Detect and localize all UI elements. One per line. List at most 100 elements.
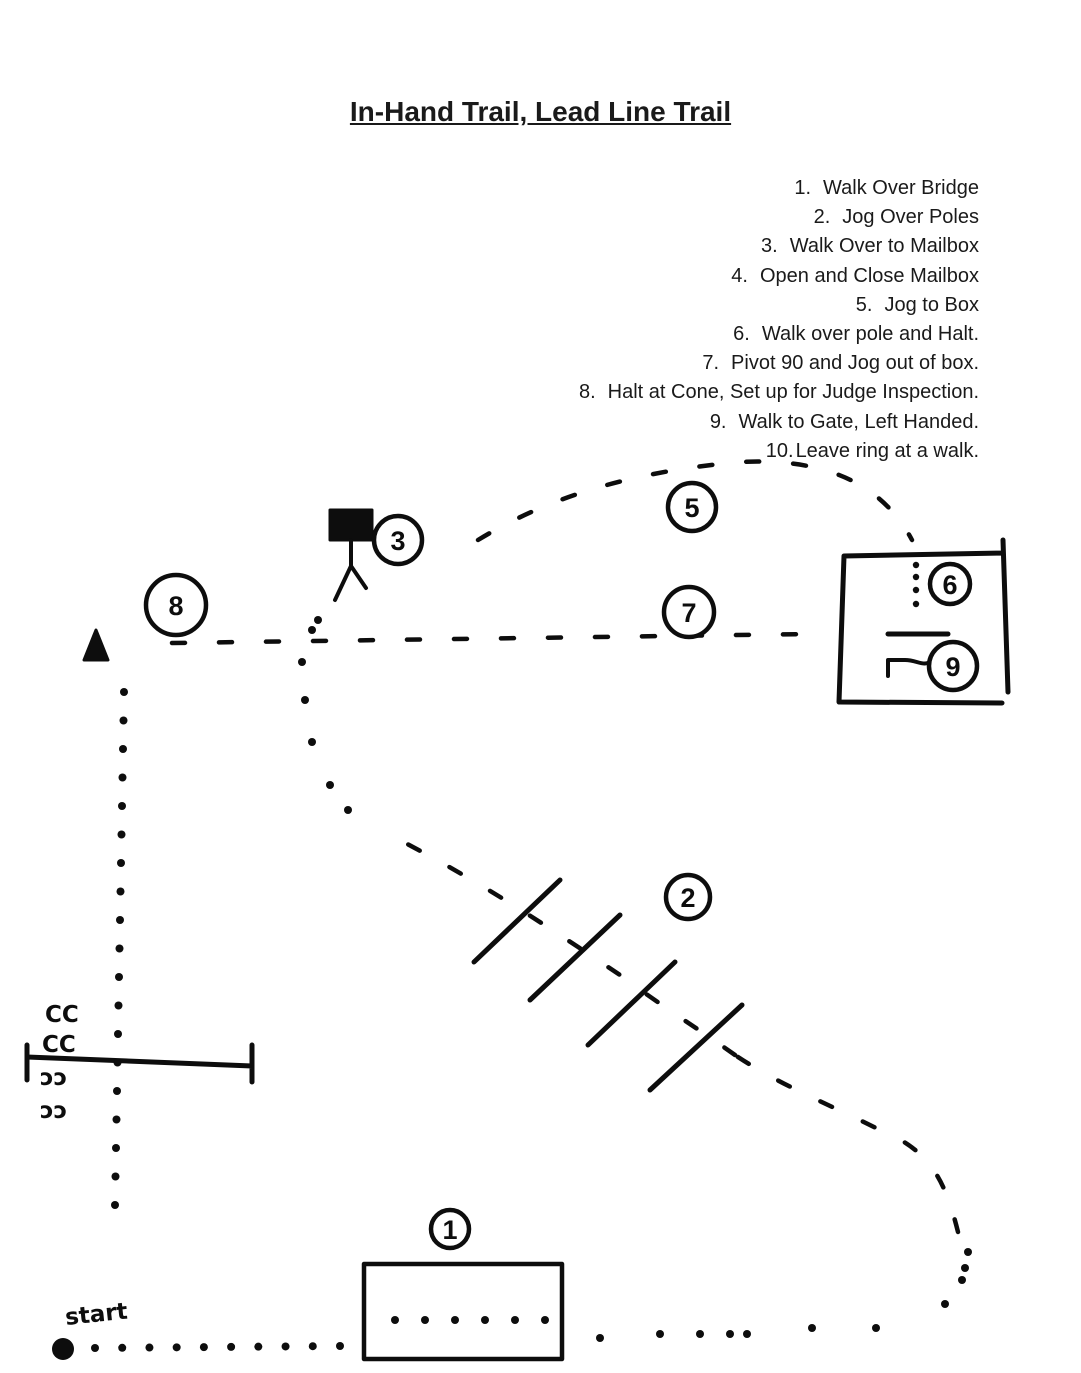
path-dot (481, 1316, 489, 1324)
svg-text:2: 2 (680, 883, 695, 913)
path-dot (326, 781, 334, 789)
svg-text:7: 7 (681, 598, 696, 628)
path-dot (941, 1300, 949, 1308)
path-dot (298, 658, 306, 666)
step-8: 8.Halt at Cone, Set up for Judge Inspect… (578, 381, 979, 404)
marker-5: 5 (665, 480, 719, 534)
path-dot (114, 1001, 123, 1010)
marker-1: 1 (428, 1207, 472, 1251)
path-dot (111, 1201, 119, 1209)
path-dot (344, 806, 352, 814)
svg-text:6: 6 (942, 570, 957, 600)
step-10: 10.Leave ring at a walk. (765, 439, 979, 462)
svg-text:1: 1 (442, 1215, 457, 1245)
path-dot (281, 1342, 290, 1351)
path-dot (451, 1316, 459, 1324)
path-dot (172, 1343, 181, 1352)
cone-icon (82, 628, 110, 662)
path-dot (113, 1058, 122, 1067)
path-dot (596, 1334, 604, 1342)
path-dot (199, 1343, 208, 1352)
jog-path-out-of-box (169, 631, 813, 646)
marker-2: 2 (663, 872, 713, 922)
start-point (52, 1338, 74, 1360)
path-dot (117, 859, 125, 867)
path-dot (961, 1264, 969, 1272)
marker-3: 3 (371, 513, 425, 567)
mailbox-post (333, 538, 368, 602)
path-dots-middle (298, 616, 352, 814)
start-label: start (64, 1299, 129, 1331)
path-dot (511, 1316, 519, 1324)
path-dot (541, 1316, 549, 1324)
marker-9: 9 (926, 639, 980, 693)
path-dot (116, 887, 125, 896)
path-dot (314, 616, 322, 624)
path-dot (391, 1316, 399, 1324)
step-5: 5.Jog to Box (855, 293, 979, 316)
path-dot (308, 738, 316, 746)
path-dots-exit (111, 688, 128, 1209)
step-4: 4.Open and Close Mailbox (731, 264, 979, 287)
box-obstacle (836, 537, 1011, 706)
diagram-title: In-Hand Trail, Lead Line Trail (349, 96, 732, 127)
bridge-obstacle (361, 1261, 565, 1362)
box-dots (912, 561, 920, 608)
path-dot (115, 973, 123, 981)
marker-8: 8 (143, 572, 209, 638)
path-dot (111, 1172, 120, 1181)
svg-text:8: 8 (168, 591, 183, 621)
path-dot (308, 626, 316, 634)
path-dot (808, 1324, 816, 1332)
step-1: 1.Walk Over Bridge (794, 177, 979, 199)
path-dot (656, 1330, 664, 1338)
pole-3 (585, 959, 678, 1048)
path-dot (964, 1248, 972, 1256)
marker-7: 7 (661, 584, 717, 640)
path-dots-bottom (91, 1342, 344, 1352)
pattern-steps: 1.Walk Over Bridge 2.Jog Over Poles 3.Wa… (579, 174, 979, 466)
mailbox-icon (328, 508, 374, 542)
step-7: 7.Pivot 90 and Jog out of box. (702, 352, 979, 375)
path-dot (114, 1030, 122, 1038)
path-dot (254, 1342, 263, 1351)
pole-2 (527, 912, 623, 1003)
path-dot (743, 1330, 751, 1338)
marker-6: 6 (927, 561, 973, 607)
svg-text:ɔɔ: ɔɔ (40, 1098, 67, 1124)
path-dot (308, 1342, 317, 1351)
step-9: 9.Walk to Gate, Left Handed. (709, 410, 979, 433)
path-dot (118, 802, 126, 810)
gate-obstacle (24, 1042, 255, 1085)
path-dot (227, 1342, 236, 1351)
path-dot (120, 688, 128, 696)
path-dot (112, 1144, 120, 1152)
step-6: 6.Walk over pole and Halt. (733, 323, 979, 346)
path-dot (872, 1324, 880, 1332)
path-dot (145, 1343, 154, 1352)
path-dot (91, 1344, 99, 1352)
path-dot (336, 1342, 344, 1350)
path-dot (119, 745, 127, 753)
path-dot (115, 944, 124, 953)
jog-path-to-poles (732, 1052, 961, 1235)
svg-text:5: 5 (684, 493, 699, 523)
path-dot (421, 1316, 429, 1324)
step-3: 3.Walk Over to Mailbox (761, 235, 979, 258)
jog-path-over-poles (377, 827, 738, 1058)
path-dot (726, 1330, 734, 1338)
svg-text:9: 9 (945, 652, 960, 682)
svg-text:CC: CC (42, 1032, 76, 1058)
path-dot (112, 1115, 121, 1124)
path-dot (116, 916, 124, 924)
path-dot (301, 696, 309, 704)
path-dot (113, 1087, 121, 1095)
step-2: 2.Jog Over Poles (813, 206, 979, 229)
pivot-arrow (886, 658, 934, 678)
path-dot (696, 1330, 704, 1338)
gate-hinge-marks: CC (45, 1002, 79, 1028)
path-dot (118, 773, 127, 782)
path-dots-right (596, 1248, 972, 1342)
path-dot (118, 1343, 127, 1352)
